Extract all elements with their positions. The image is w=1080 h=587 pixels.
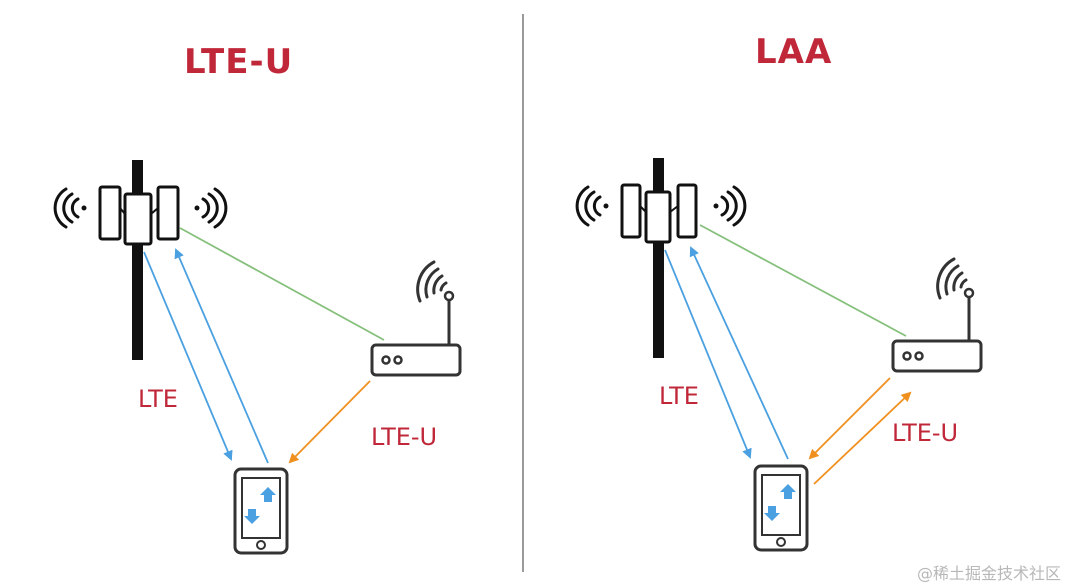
smartphone-icon (233, 467, 289, 555)
signal-waves-icon (53, 187, 87, 229)
lte-downlink-arrow (664, 249, 752, 459)
smartphone-icon (753, 464, 809, 552)
lte-u-uplink-arrow (813, 391, 912, 485)
wifi-router-icon (370, 260, 462, 377)
lte-uplink-arrow (689, 246, 789, 460)
signal-waves-icon (575, 185, 609, 227)
left-panel (53, 160, 462, 555)
left-lte-label: LTE (138, 385, 178, 413)
lte-u-downlink-arrow (288, 380, 371, 464)
backhaul-line (699, 224, 907, 337)
cell-tower-icon (620, 158, 698, 358)
lte-uplink-arrow (174, 248, 269, 464)
right-lte-u-label: LTE-U (892, 419, 959, 447)
cell-tower-icon (98, 160, 180, 360)
lte-u-downlink-arrow (808, 377, 891, 460)
right-panel (575, 158, 983, 552)
wifi-router-icon (891, 257, 983, 373)
watermark: @稀土掘金技术社区 (917, 564, 1062, 583)
right-lte-label: LTE (659, 382, 699, 410)
lte-downlink-arrow (143, 251, 233, 461)
signal-waves-icon (713, 185, 747, 227)
signal-waves-icon (194, 187, 228, 229)
right-panel-title: LAA (755, 32, 833, 72)
left-lte-u-label: LTE-U (371, 423, 438, 451)
left-panel-title: LTE-U (184, 42, 294, 82)
backhaul-line (179, 227, 385, 341)
